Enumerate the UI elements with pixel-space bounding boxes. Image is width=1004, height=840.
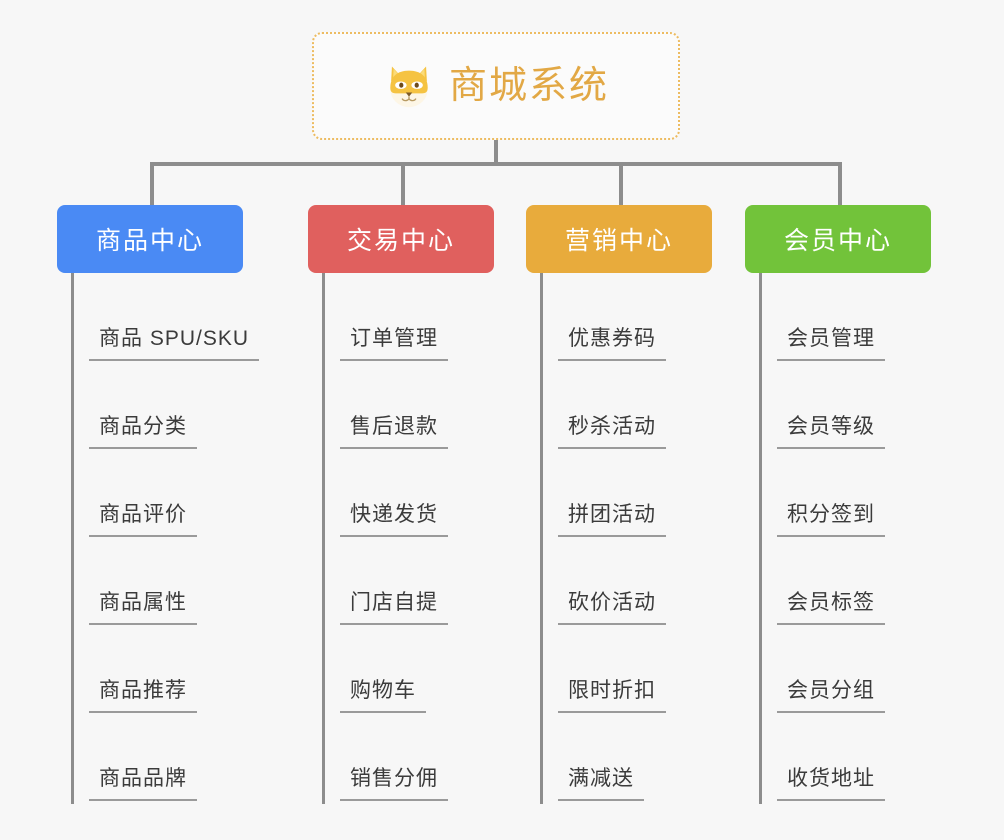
leaf-label: 销售分佣 — [340, 762, 448, 801]
leaf-item[interactable]: 销售分佣 — [308, 713, 448, 801]
category-header-4[interactable]: 会员中心 — [745, 205, 931, 273]
leaf-label: 商品评价 — [89, 498, 197, 537]
leaf-item[interactable]: 快递发货 — [308, 449, 448, 537]
leaf-list-1: 商品 SPU/SKU 商品分类 商品评价 商品属性 商品推荐 商品品牌 — [57, 273, 260, 801]
root-node[interactable]: 商城系统 — [312, 32, 680, 140]
leaf-label: 会员管理 — [777, 322, 885, 361]
leaf-label: 秒杀活动 — [558, 410, 666, 449]
category-header-2[interactable]: 交易中心 — [308, 205, 494, 273]
leaf-item[interactable]: 会员等级 — [745, 361, 885, 449]
leaf-item[interactable]: 商品属性 — [57, 537, 259, 625]
leaf-label: 积分签到 — [777, 498, 885, 537]
leaf-item[interactable]: 商品评价 — [57, 449, 259, 537]
leaf-label: 商品 SPU/SKU — [89, 322, 260, 361]
leaf-item[interactable]: 优惠券码 — [526, 273, 666, 361]
leaf-label: 订单管理 — [340, 322, 448, 361]
leaf-label: 商品推荐 — [89, 674, 197, 713]
leaf-label: 优惠券码 — [558, 322, 666, 361]
leaf-item[interactable]: 商品推荐 — [57, 625, 259, 713]
leaf-item[interactable]: 订单管理 — [308, 273, 448, 361]
leaf-label: 限时折扣 — [558, 674, 666, 713]
leaf-label: 商品属性 — [89, 586, 197, 625]
leaf-item[interactable]: 积分签到 — [745, 449, 885, 537]
leaf-label: 收货地址 — [777, 762, 885, 801]
category-header-label: 交易中心 — [346, 227, 455, 255]
leaf-item[interactable]: 售后退款 — [308, 361, 448, 449]
leaf-label: 商品品牌 — [89, 762, 197, 801]
column-spine-4 — [759, 273, 762, 804]
leaf-label: 售后退款 — [340, 410, 448, 449]
root-title: 商城系统 — [448, 65, 609, 107]
leaf-item[interactable]: 会员标签 — [745, 537, 885, 625]
leaf-item[interactable]: 商品分类 — [57, 361, 259, 449]
leaf-label: 满减送 — [558, 762, 644, 801]
leaf-item[interactable]: 会员分组 — [745, 625, 885, 713]
column-spine-3 — [540, 273, 543, 804]
leaf-label: 会员等级 — [777, 410, 885, 449]
leaf-item[interactable]: 收货地址 — [745, 713, 885, 801]
leaf-item[interactable]: 满减送 — [526, 713, 666, 801]
leaf-list-3: 优惠券码 秒杀活动 拼团活动 砍价活动 限时折扣 满减送 — [526, 273, 666, 801]
leaf-list-2: 订单管理 售后退款 快递发货 门店自提 购物车 销售分佣 — [308, 273, 448, 801]
leaf-label: 会员分组 — [777, 674, 885, 713]
leaf-label: 拼团活动 — [558, 498, 666, 537]
connector-drop-4 — [838, 162, 842, 206]
leaf-item[interactable]: 购物车 — [308, 625, 448, 713]
category-header-label: 商品中心 — [95, 227, 204, 255]
leaf-item[interactable]: 商品 SPU/SKU — [57, 273, 260, 361]
leaf-item[interactable]: 砍价活动 — [526, 537, 666, 625]
leaf-item[interactable]: 会员管理 — [745, 273, 885, 361]
leaf-label: 会员标签 — [777, 586, 885, 625]
leaf-label: 快递发货 — [340, 498, 448, 537]
category-header-3[interactable]: 营销中心 — [526, 205, 712, 273]
connector-horizontal-bus — [150, 162, 840, 166]
leaf-item[interactable]: 秒杀活动 — [526, 361, 666, 449]
leaf-label: 砍价活动 — [558, 586, 666, 625]
dog-face-icon — [383, 60, 435, 112]
category-header-label: 营销中心 — [564, 227, 673, 255]
leaf-label: 购物车 — [340, 674, 426, 713]
leaf-item[interactable]: 限时折扣 — [526, 625, 666, 713]
leaf-item[interactable]: 门店自提 — [308, 537, 448, 625]
connector-root-stem — [494, 140, 498, 164]
connector-drop-2 — [401, 162, 405, 206]
leaf-label: 商品分类 — [89, 410, 197, 449]
leaf-label: 门店自提 — [340, 586, 448, 625]
column-spine-1 — [71, 273, 74, 804]
connector-drop-1 — [150, 162, 154, 206]
leaf-item[interactable]: 商品品牌 — [57, 713, 259, 801]
connector-drop-3 — [619, 162, 623, 206]
category-header-1[interactable]: 商品中心 — [57, 205, 243, 273]
leaf-item[interactable]: 拼团活动 — [526, 449, 666, 537]
category-header-label: 会员中心 — [783, 227, 892, 255]
column-spine-2 — [322, 273, 325, 804]
leaf-list-4: 会员管理 会员等级 积分签到 会员标签 会员分组 收货地址 — [745, 273, 885, 801]
